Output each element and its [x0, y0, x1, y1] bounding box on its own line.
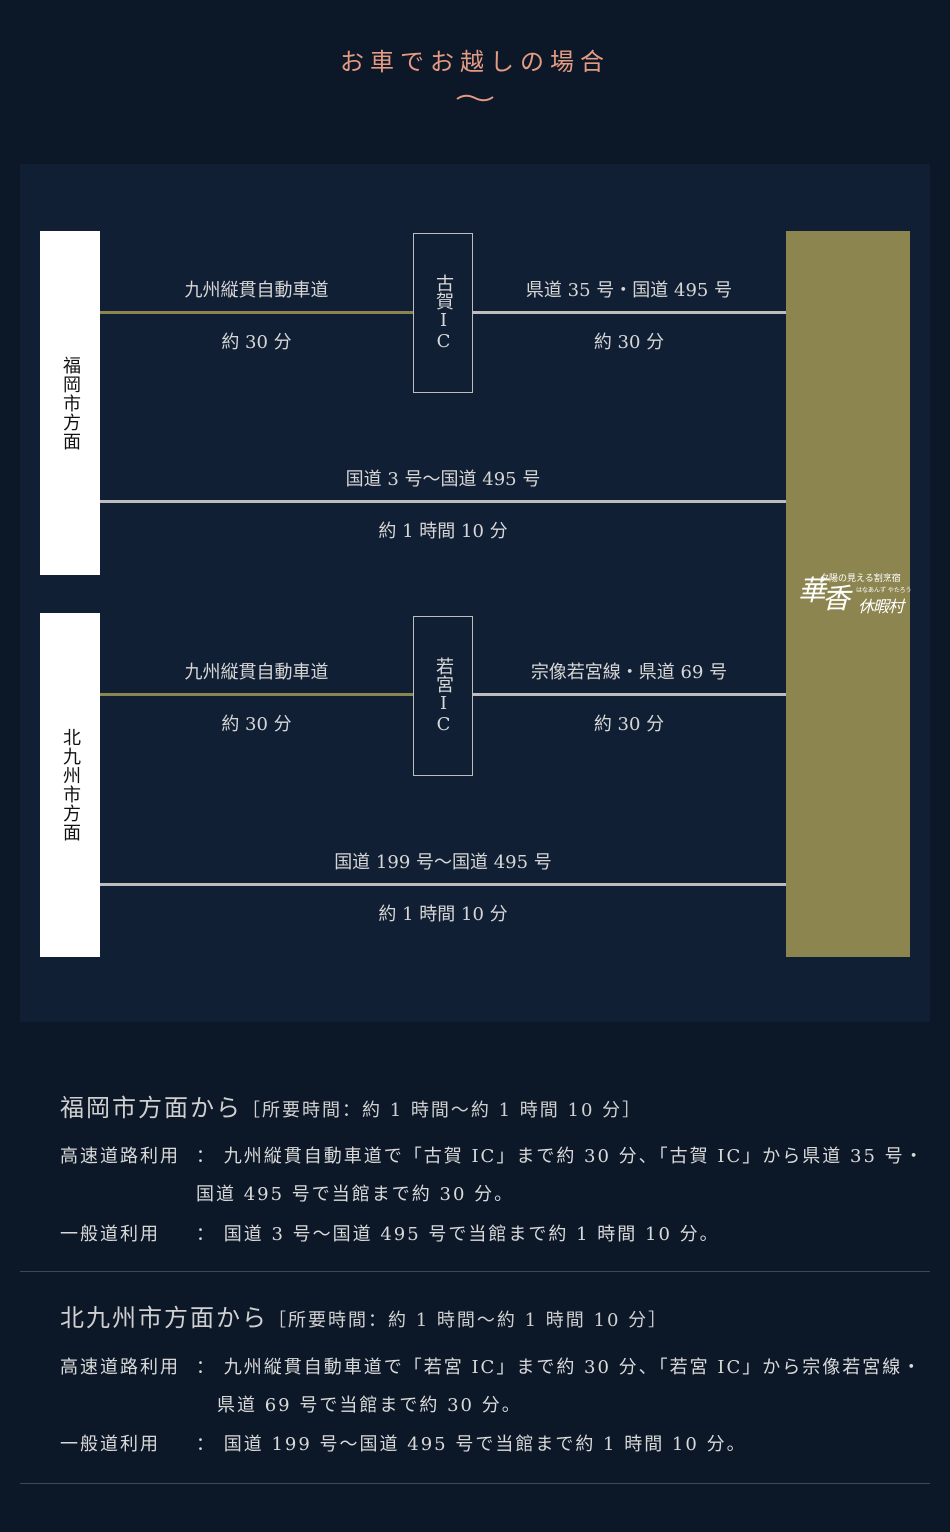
fukuoka-section-heading: 福岡市方面から［所要時間：約 1 時間〜約 1 時間 10 分］: [60, 1088, 642, 1123]
kitakyushu-highway-label: 九州縦貫自動車道: [184, 662, 329, 683]
origin-kitakyushu-label: 北九州市方面: [60, 728, 81, 842]
fukuoka-local-label: 県道 35 号・国道 495 号: [525, 280, 733, 301]
kitakyushu-local-label: 宗像若宮線・県道 69 号: [530, 662, 728, 683]
wakamiya-ic-label: 若宮IC: [433, 657, 454, 735]
fukuoka-general-time: 約 1 時間 10 分: [378, 521, 508, 542]
kitakyushu-section-title: 北九州市方面から: [60, 1304, 268, 1332]
kitakyushu-general-line: [100, 883, 786, 886]
logo-sub: 休暇村: [858, 597, 904, 616]
fukuoka-local-line: [471, 311, 786, 314]
kitakyushu-section-heading: 北九州市方面から［所要時間：約 1 時間〜約 1 時間 10 分］: [60, 1298, 668, 1333]
logo-main-char-2: 香: [822, 582, 850, 615]
kitakyushu-general-row-text: ： 国道 199 号〜国道 495 号で当館まで約 1 時間 10 分。: [196, 1434, 747, 1455]
fukuoka-highway-row-text-2: 国道 495 号で当館まで約 30 分。: [196, 1184, 515, 1205]
kitakyushu-general-label: 国道 199 号〜国道 495 号: [334, 852, 552, 873]
wave-ornament-icon: [456, 94, 494, 102]
kitakyushu-highway-row-text-1: ： 九州縦貫自動車道で「若宮 IC」まで約 30 分、「若宮 IC」から宗像若宮…: [196, 1357, 923, 1378]
origin-kitakyushu: 北九州市方面: [40, 613, 100, 957]
fukuoka-section-duration: ［所要時間：約 1 時間〜約 1 時間 10 分］: [242, 1100, 643, 1121]
section-divider-2: [20, 1483, 930, 1484]
kitakyushu-highway-row-label: 高速道路利用: [60, 1357, 180, 1378]
fukuoka-highway-line: [100, 311, 414, 314]
kitakyushu-highway-row-text-2: 県道 69 号で当館まで約 30 分。: [217, 1395, 522, 1416]
fukuoka-highway-label: 九州縦貫自動車道: [184, 280, 329, 301]
koga-ic-box: 古賀IC: [413, 233, 473, 393]
fukuoka-general-label: 国道 3 号〜国道 495 号: [345, 469, 541, 490]
fukuoka-local-time: 約 30 分: [593, 332, 665, 353]
fukuoka-general-row-text: ： 国道 3 号〜国道 495 号で当館まで約 1 時間 10 分。: [196, 1224, 720, 1245]
logo-main-char-1: 華: [798, 574, 826, 607]
koga-ic-label: 古賀IC: [433, 274, 454, 352]
route-diagram-panel: [20, 164, 930, 1022]
fukuoka-highway-time: 約 30 分: [221, 332, 292, 353]
kitakyushu-highway-time: 約 30 分: [221, 714, 292, 735]
section-divider-1: [20, 1271, 930, 1272]
fukuoka-highway-row-text-1: ： 九州縦貫自動車道で「古賀 IC」まで約 30 分、「古賀 IC」から県道 3…: [196, 1146, 925, 1167]
kitakyushu-local-time: 約 30 分: [593, 714, 665, 735]
kitakyushu-general-row-label: 一般道利用: [60, 1434, 160, 1455]
kitakyushu-highway-line: [100, 693, 414, 696]
fukuoka-highway-row-label: 高速道路利用: [60, 1146, 180, 1167]
wakamiya-ic-box: 若宮IC: [413, 616, 473, 776]
page-title: お車でお越しの場合: [340, 48, 610, 76]
origin-fukuoka: 福岡市方面: [40, 231, 100, 575]
kitakyushu-local-line: [471, 693, 786, 696]
hotel-logo: 夕陽の見える割烹宿 華 香 はなあんず やたろう 休暇村: [796, 561, 912, 621]
kitakyushu-section-duration: ［所要時間：約 1 時間〜約 1 時間 10 分］: [268, 1310, 669, 1331]
fukuoka-general-line: [100, 500, 786, 503]
origin-fukuoka-label: 福岡市方面: [60, 355, 81, 451]
destination-hotel: 夕陽の見える割烹宿 華 香 はなあんず やたろう 休暇村: [786, 231, 912, 957]
fukuoka-section-title: 福岡市方面から: [60, 1094, 242, 1122]
logo-tagline: 夕陽の見える割烹宿: [820, 574, 901, 584]
logo-reading: はなあんず やたろう: [856, 587, 912, 594]
fukuoka-general-row-label: 一般道利用: [60, 1224, 160, 1245]
kitakyushu-general-time: 約 1 時間 10 分: [378, 904, 508, 925]
